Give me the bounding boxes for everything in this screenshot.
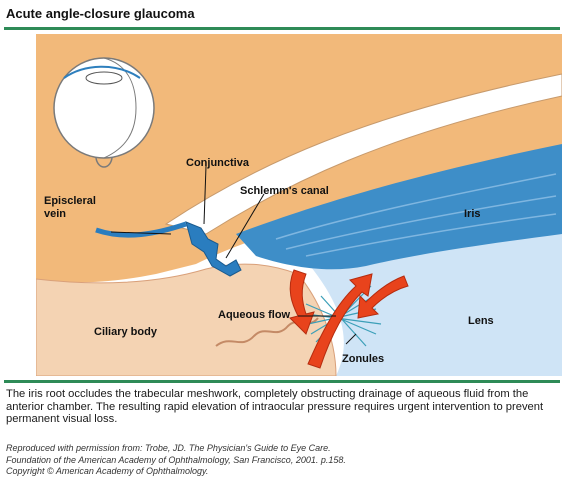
figure-title: Acute angle-closure glaucoma: [6, 6, 195, 21]
credit-line-3: Copyright © American Academy of Ophthalm…: [6, 466, 558, 478]
bottom-divider: [4, 380, 560, 383]
ciliary-body-label: Ciliary body: [94, 326, 158, 338]
credit-line-1: Reproduced with permission from: Trobe, …: [6, 443, 558, 455]
zonules-label: Zonules: [342, 353, 384, 365]
episcleral-vein-label-line1: Episcleral: [44, 195, 96, 207]
aqueous-flow-label: Aqueous flow: [218, 309, 291, 321]
conjunctiva-label: Conjunctiva: [186, 157, 250, 169]
credit-line-2: Foundation of the American Academy of Op…: [6, 455, 558, 467]
episcleral-vein-label-line2: vein: [44, 208, 66, 220]
schlemms-canal-label: Schlemm's canal: [240, 185, 329, 197]
top-divider: [4, 27, 560, 30]
figure-caption: The iris root occludes the trabecular me…: [6, 388, 558, 426]
eye-anatomy-diagram: Conjunctiva Schlemm's canal Episcleral v…: [36, 34, 562, 376]
lens-label: Lens: [468, 315, 494, 327]
credit-block: Reproduced with permission from: Trobe, …: [6, 443, 558, 478]
iris-label: Iris: [464, 208, 481, 220]
